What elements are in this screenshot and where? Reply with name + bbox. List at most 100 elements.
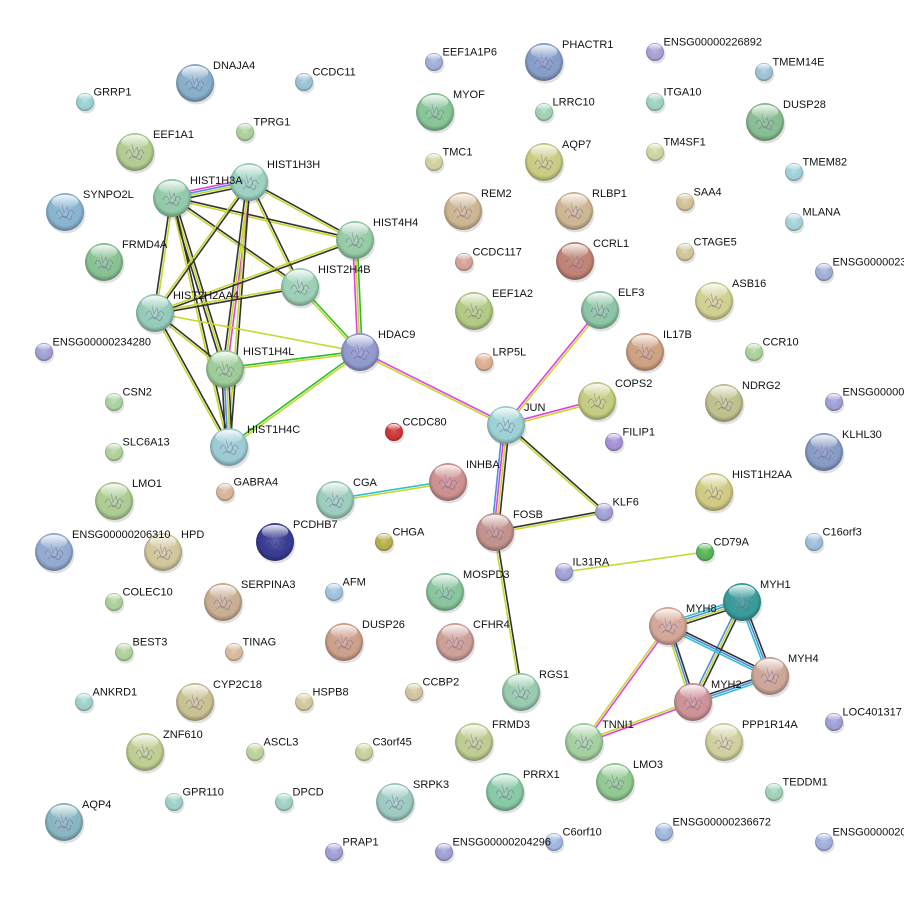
node-elf3[interactable] [581,291,621,332]
node-rem2[interactable] [444,192,484,233]
node-eef1a1p6[interactable] [425,53,445,74]
node-lmo1[interactable] [95,482,135,523]
node-saa4[interactable] [676,193,696,214]
edge-inhba-cga[interactable] [334,480,449,502]
node-ensg00000[interactable] [825,393,845,414]
node-srpk3[interactable] [376,783,416,824]
edge-hist1h3h-hist1h4c[interactable] [227,181,251,448]
edge-hist1h3h-hist4h4[interactable] [248,180,356,242]
edge-hist1h3a-hist2h2aa4[interactable] [153,197,174,314]
node-myh1[interactable] [723,583,763,624]
node-tm4sf1[interactable] [646,143,666,164]
node-ensg00000206310[interactable] [35,533,75,574]
node-cfhr4[interactable] [436,623,476,664]
edge-hist1h3a-hist1h4l[interactable] [169,197,228,370]
node-myh2[interactable] [674,683,714,724]
edge-hist1h3a-hist1h4c[interactable] [170,197,231,448]
node-frmd4a[interactable] [85,243,125,284]
node-jun[interactable] [487,406,527,447]
node-ensg00000236672[interactable] [655,823,675,844]
node-tprg1[interactable] [236,123,256,144]
node-hdac9[interactable] [341,333,381,374]
node-hist1h4c[interactable] [210,428,250,469]
node-aqp4[interactable] [45,803,85,844]
node-cops2[interactable] [578,382,618,423]
node-hist1h3a[interactable] [153,179,193,220]
node-ccr10[interactable] [745,343,765,364]
node-tinag[interactable] [225,643,245,664]
node-cga[interactable] [316,481,356,522]
node-il31ra[interactable] [555,563,575,584]
edge-hist1h3a-hist4h4[interactable] [171,196,356,242]
node-lrp5l[interactable] [475,353,495,374]
node-csn2[interactable] [105,393,125,414]
node-znf610[interactable] [126,733,166,774]
node-inhba[interactable] [429,463,469,504]
edge-il31ra-cd79a[interactable] [563,551,706,573]
node-hist1h3h[interactable] [230,163,270,204]
node-synpo2l[interactable] [46,193,86,234]
node-chga[interactable] [375,533,395,554]
node-prrx1[interactable] [486,773,526,814]
edge-fosb-rgs1[interactable] [493,531,523,693]
edge-hist1h4c-hdac9[interactable] [227,350,362,449]
node-best3[interactable] [115,643,135,664]
node-tmem14e[interactable] [755,63,775,84]
node-hist4h4[interactable] [336,221,376,262]
node-ensg00000234280[interactable] [35,343,55,364]
edge-jun-elf3[interactable] [504,308,602,427]
node-prap1[interactable] [325,843,345,864]
edge-hist2h4b-hist2h2aa4[interactable] [154,285,301,315]
node-ccdc80[interactable] [385,423,405,444]
node-colec10[interactable] [105,593,125,614]
node-tmem82[interactable] [785,163,805,184]
node-ascl3[interactable] [246,743,266,764]
node-frmd3[interactable] [455,723,495,764]
node-tmc1[interactable] [425,153,445,174]
node-gabra4[interactable] [216,483,236,504]
node-ndrg2[interactable] [705,384,745,425]
node-afm[interactable] [325,583,345,604]
node-ensg0000023[interactable] [815,263,835,284]
node-ppp1r14a[interactable] [705,723,745,764]
node-ccdc11[interactable] [295,73,315,94]
edge-hist4h4-hist2h2aa4[interactable] [154,238,356,315]
node-ctage5[interactable] [676,243,696,264]
node-lmo3[interactable] [596,763,636,804]
edge-myh2-tnni1[interactable] [583,700,694,744]
node-aqp7[interactable] [525,143,565,184]
edge-hist1h3a-hist2h4b[interactable] [170,196,302,289]
node-klhl30[interactable] [805,433,845,474]
node-hist1h4l[interactable] [206,350,246,391]
node-eef1a2[interactable] [455,292,495,333]
node-ensg00000226892[interactable] [646,43,666,64]
node-filip1[interactable] [605,433,625,454]
edge-hist2h2aa4-hdac9[interactable] [154,312,361,353]
node-eef1a1[interactable] [116,133,156,174]
node-ccrl1[interactable] [556,242,596,283]
node-rgs1[interactable] [502,673,542,714]
node-grrp1[interactable] [76,93,96,114]
node-rlbp1[interactable] [555,192,595,233]
node-c3orf45[interactable] [355,743,375,764]
node-ensg0000020[interactable] [815,833,835,854]
node-slc6a13[interactable] [105,443,125,464]
node-phactr1[interactable] [525,43,565,84]
node-teddm1[interactable] [765,783,785,804]
node-asb16[interactable] [695,282,735,323]
node-myh8[interactable] [649,607,689,648]
node-myh4[interactable] [751,657,791,698]
node-klf6[interactable] [595,503,615,524]
node-cyp2c18[interactable] [176,683,216,724]
node-mlana[interactable] [785,213,805,234]
node-lrrc10[interactable] [535,103,555,124]
node-dnaja4[interactable] [176,64,216,105]
node-ensg00000204296[interactable] [435,843,455,864]
node-hpd[interactable] [144,533,184,574]
node-fosb[interactable] [476,513,516,554]
node-dusp28[interactable] [746,103,786,144]
node-dusp26[interactable] [325,623,365,664]
node-tnni1[interactable] [565,723,605,764]
edge-hist1h3h-hist2h2aa4[interactable] [153,180,251,315]
edge-myh8-tnni1[interactable] [582,624,670,744]
